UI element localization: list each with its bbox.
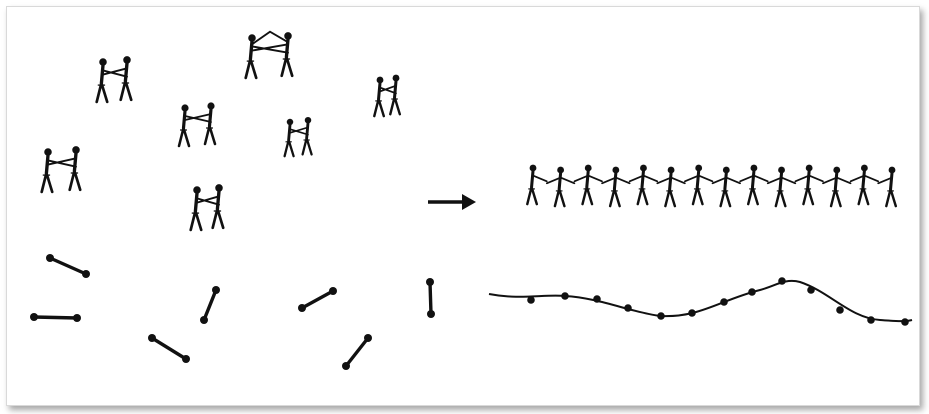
polymer-bead xyxy=(688,309,696,317)
dancer-pair xyxy=(191,184,224,230)
chain-dancer-figure xyxy=(768,167,796,207)
polymer-bead xyxy=(901,318,909,326)
dancer-pair xyxy=(246,32,293,78)
polymer-bead xyxy=(593,295,601,303)
dancer-pair xyxy=(285,117,312,156)
dancer-figure-right xyxy=(252,32,292,76)
chain-dancer-figure xyxy=(878,167,896,207)
dancer-figure-right xyxy=(103,56,131,100)
transformation-arrow xyxy=(428,194,476,210)
scattered-dimers xyxy=(30,254,435,370)
dumbbell-dimer-icon xyxy=(200,286,220,324)
dancer-chain xyxy=(527,165,896,207)
right-arrow-icon xyxy=(462,194,476,210)
polymer-bead xyxy=(778,277,786,285)
dumbbell-dimer-icon xyxy=(426,278,435,318)
chain-dancer-figure xyxy=(740,165,768,205)
dancer-figure-right xyxy=(197,184,223,228)
chain-dancer-figure xyxy=(851,165,879,205)
polymer-bead-chain xyxy=(489,277,912,326)
chain-dancer-figure xyxy=(574,165,602,205)
dancer-figure-left xyxy=(374,77,396,117)
chain-dancer-figure xyxy=(602,167,630,207)
polymer-bead xyxy=(527,296,535,304)
dumbbell-dimer-icon xyxy=(148,334,190,363)
chain-dancer-figure xyxy=(795,165,823,205)
polymer-bead xyxy=(807,286,815,294)
dancer-figure-right xyxy=(48,146,80,190)
dumbbell-dimer-icon xyxy=(46,254,90,278)
polymer-bead xyxy=(720,298,728,306)
dumbbell-dimer-icon xyxy=(342,334,372,370)
chain-dancer-figure xyxy=(527,165,547,205)
polymer-bead xyxy=(624,304,632,312)
dancer-pair xyxy=(179,102,215,146)
polymer-bead xyxy=(657,312,665,320)
dumbbell-dimer-icon xyxy=(298,287,337,312)
polymer-bead xyxy=(867,316,875,324)
dancer-pair xyxy=(42,146,80,192)
chain-dancer-figure xyxy=(713,167,741,207)
polymer-bead xyxy=(748,288,756,296)
dancer-pair xyxy=(97,56,132,102)
chain-dancer-figure xyxy=(823,167,851,207)
dumbbell-dimer-icon xyxy=(30,313,81,322)
dancer-figure-right xyxy=(185,102,215,144)
chain-dancer-figure xyxy=(685,165,713,205)
dancer-pair xyxy=(374,75,400,116)
chain-dancer-figure xyxy=(547,167,575,207)
polymer-bead xyxy=(561,292,569,300)
scattered-dancer-pairs xyxy=(42,32,400,230)
dancer-figure-right xyxy=(290,117,312,154)
chain-dancer-figure xyxy=(657,167,685,207)
polymer-backbone xyxy=(489,281,912,321)
chain-dancer-figure xyxy=(630,165,658,205)
polymer-bead xyxy=(836,306,844,314)
